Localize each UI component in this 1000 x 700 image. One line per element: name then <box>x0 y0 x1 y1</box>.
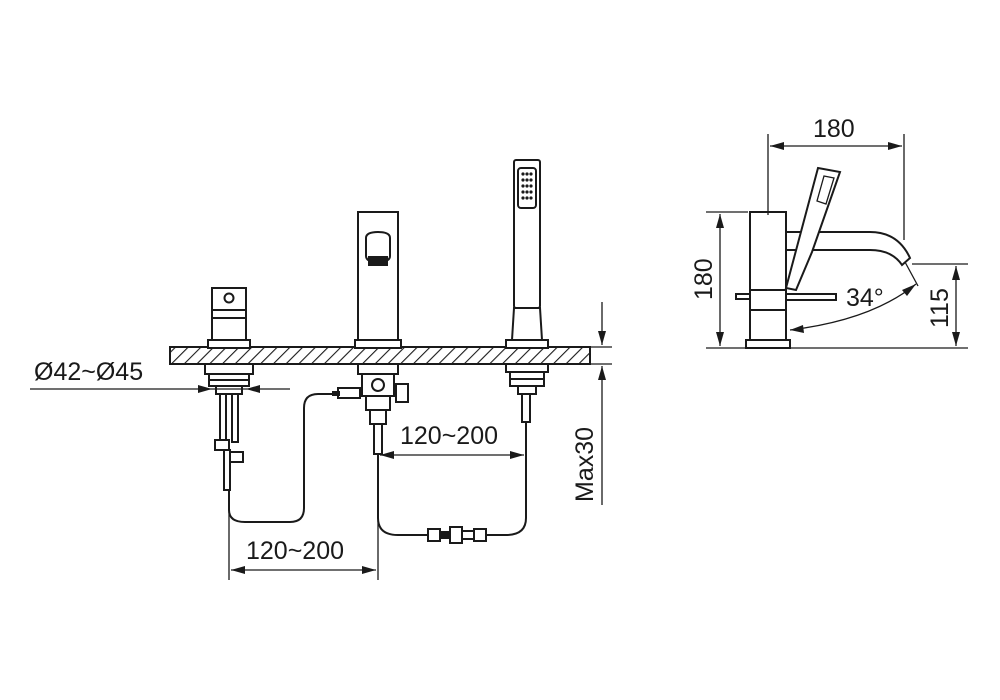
hand-shower <box>505 159 549 423</box>
side-body <box>749 211 787 341</box>
side-lever <box>785 293 837 301</box>
mixer-lever <box>204 287 254 491</box>
front-view: Ø42~Ø45 120~200 120~200 Max30 <box>30 159 612 580</box>
width-label: 180 <box>813 115 855 143</box>
bath-spout <box>332 211 409 455</box>
hole-diameter-label: Ø42~Ø45 <box>34 358 143 386</box>
spacing-left-label: 120~200 <box>246 537 344 565</box>
side-hand-shower <box>784 166 842 292</box>
deck-section <box>169 346 591 365</box>
dimension-width: 180 <box>767 115 905 240</box>
spout-height-label: 115 <box>926 288 954 328</box>
dimension-deck-thickness: Max30 <box>571 302 612 505</box>
spacing-right-label: 120~200 <box>400 422 498 450</box>
dimension-angle: 34° <box>789 261 919 333</box>
height-label: 180 <box>690 258 718 300</box>
deck-thickness-label: Max30 <box>571 427 599 502</box>
dimension-hole-diameter: Ø42~Ø45 <box>30 358 290 393</box>
dimension-spacing-right: 120~200 <box>380 422 524 459</box>
shower-nozzles <box>521 172 533 200</box>
side-view: 180 180 115 34° <box>690 115 968 349</box>
angle-label: 34° <box>846 284 884 312</box>
dimension-spacing-left: 120~200 <box>228 458 379 580</box>
dimension-height: 180 <box>690 211 748 349</box>
dimension-spout-height: 115 <box>790 263 968 349</box>
